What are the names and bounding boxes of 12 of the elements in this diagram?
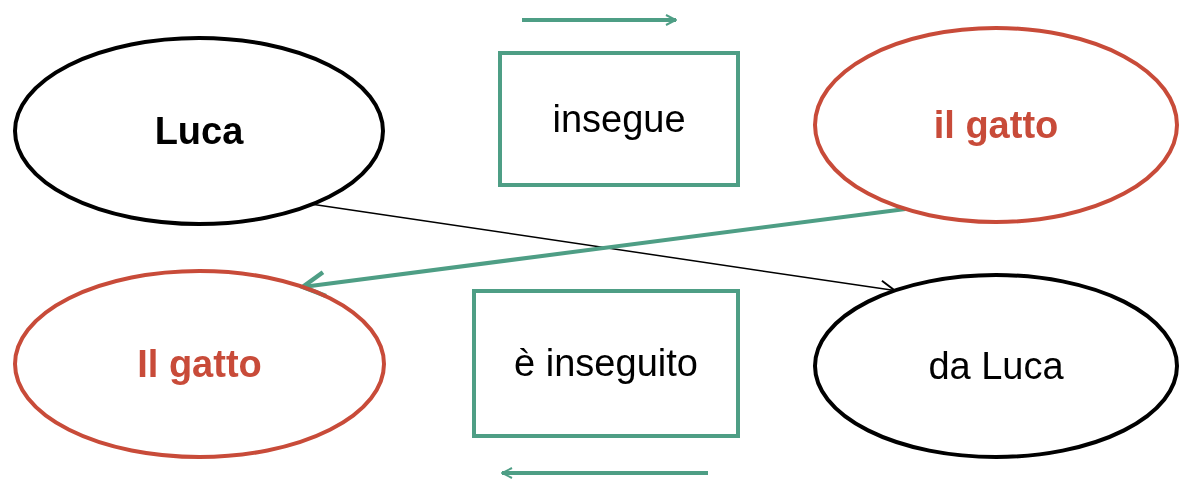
ellipse-node <box>13 36 385 226</box>
node-label: da Luca <box>928 344 1064 388</box>
rect-node <box>498 51 740 187</box>
ellipse-node <box>813 26 1179 224</box>
node-label: il gatto <box>933 103 1059 147</box>
ellipse-node <box>13 269 386 459</box>
rect-node <box>472 289 740 438</box>
node-label: Luca <box>154 109 244 153</box>
node-label: Il gatto <box>137 342 262 386</box>
node-label: insegue <box>552 97 686 141</box>
ellipse-node <box>813 273 1179 459</box>
node-label: è inseguito <box>514 342 698 385</box>
